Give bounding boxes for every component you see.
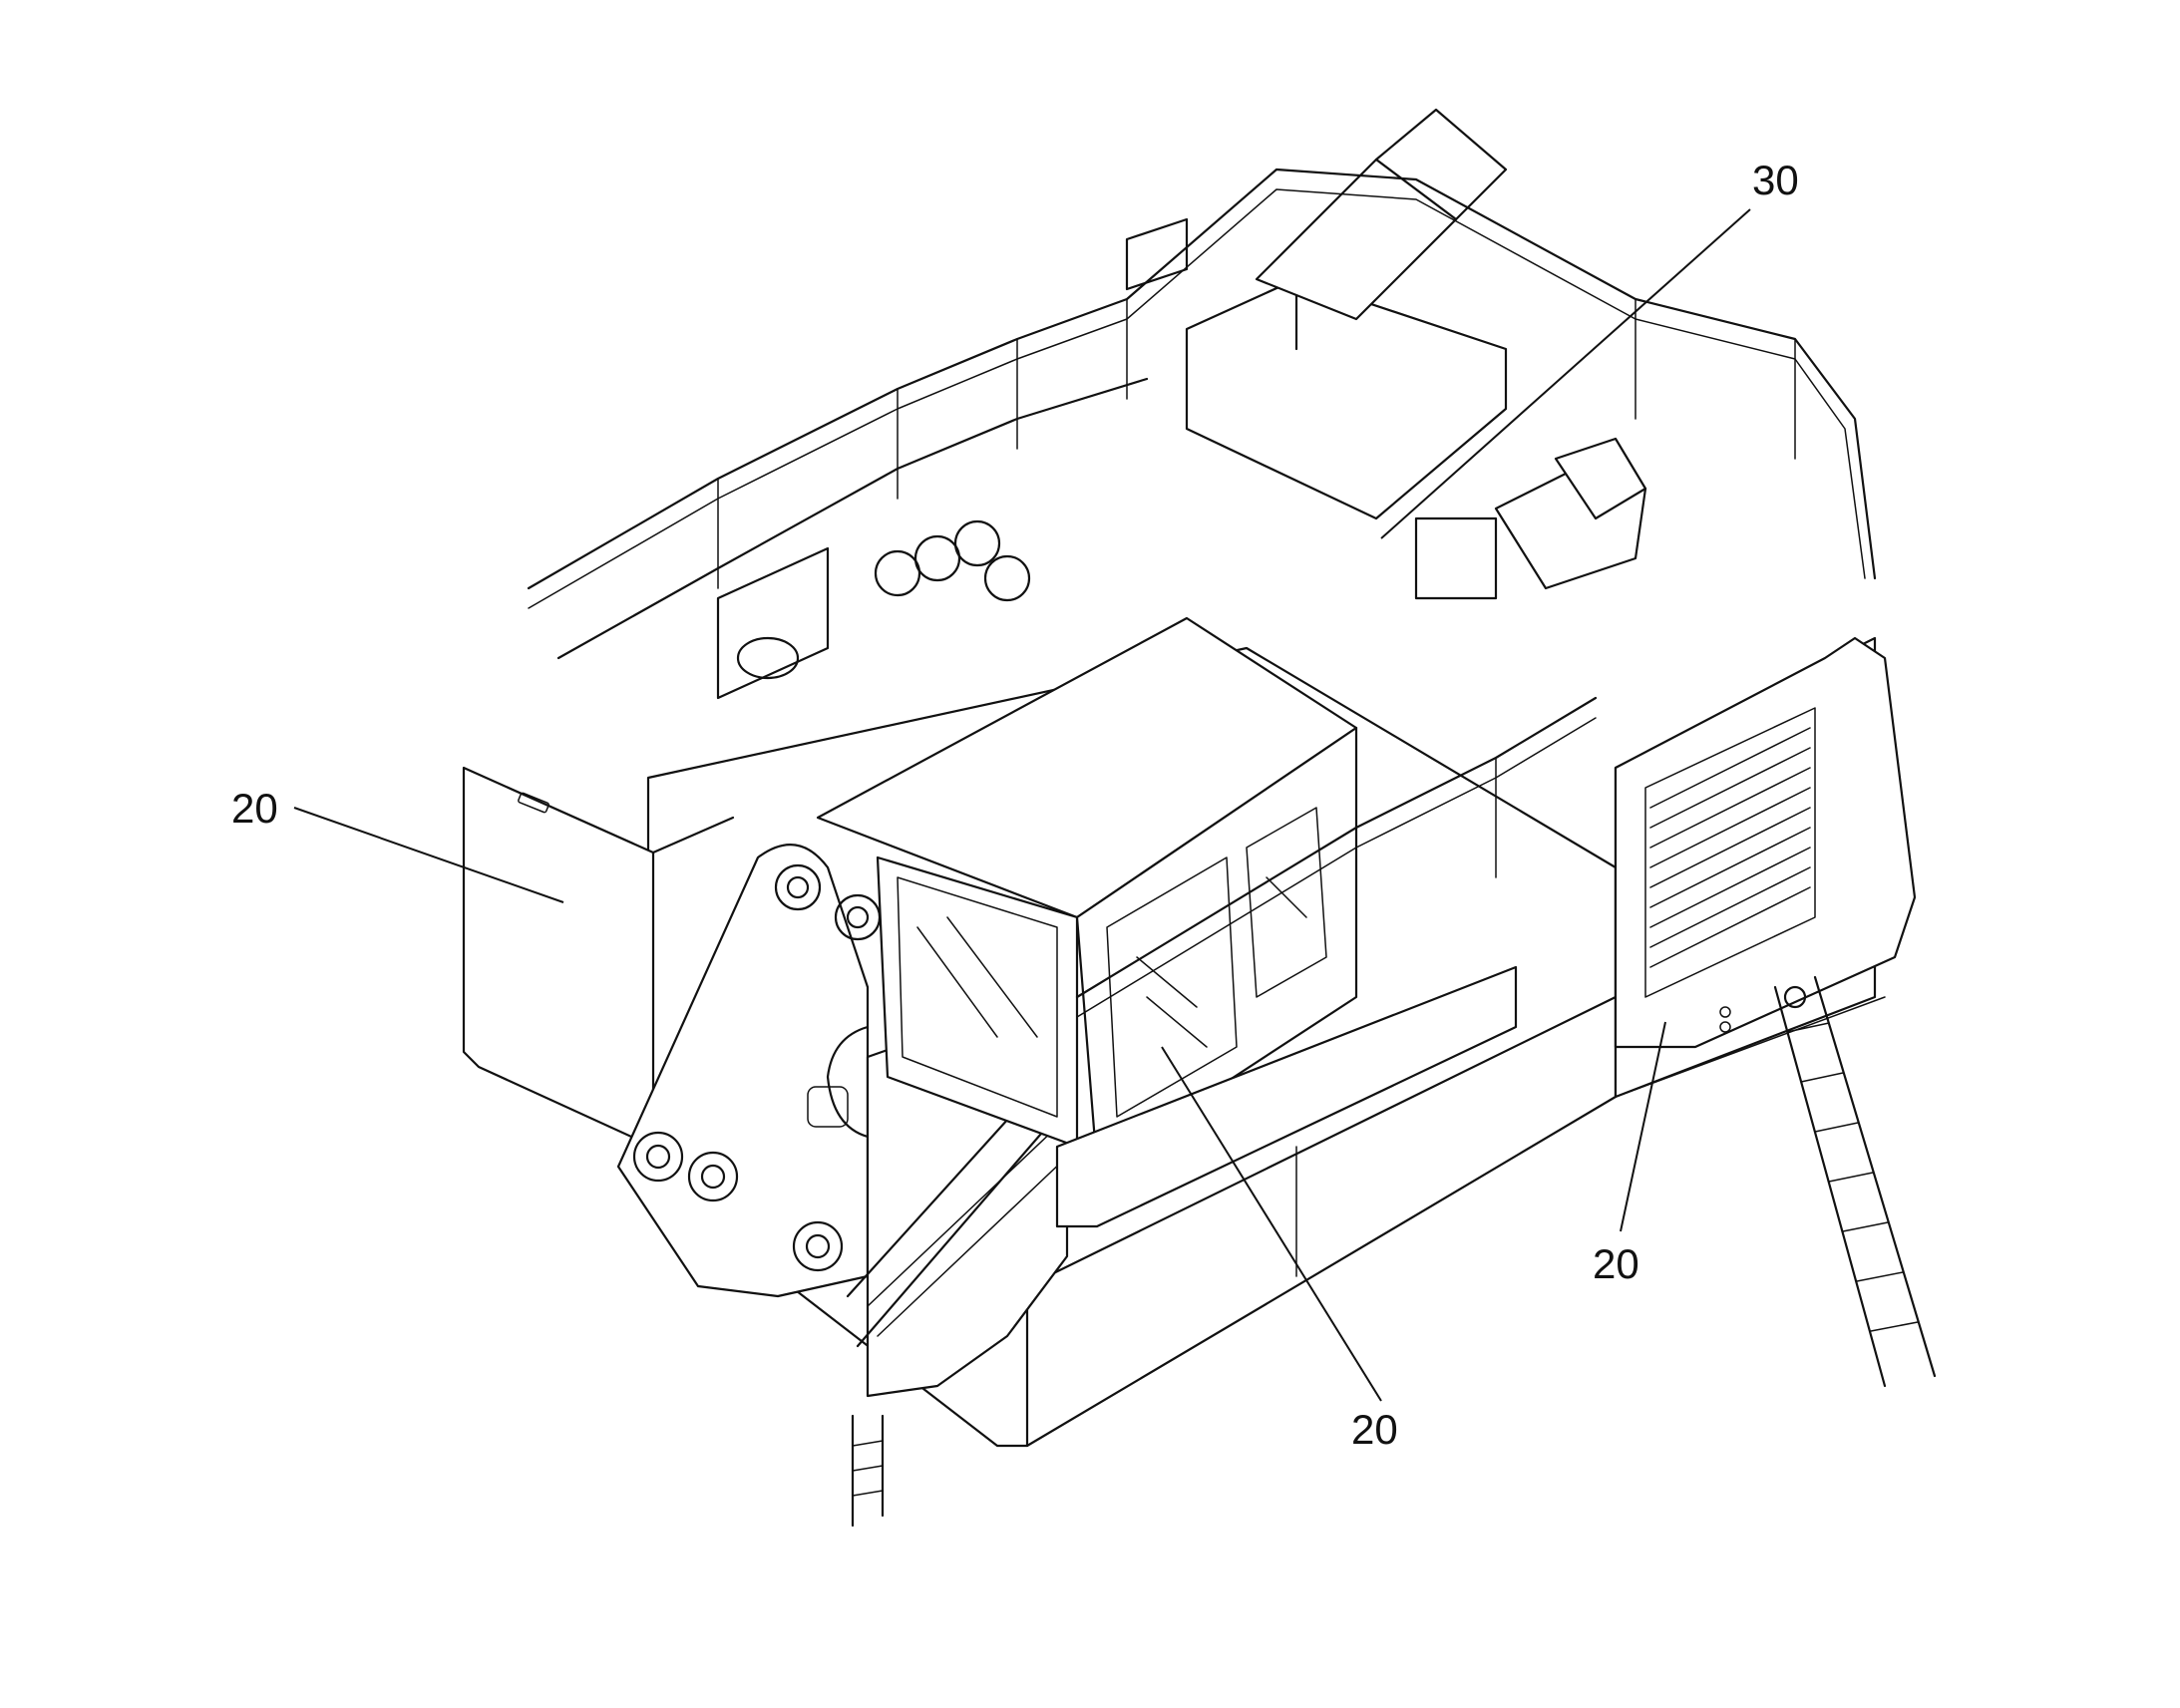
right-housing [1614,636,1917,1049]
rear-ladder [1773,975,1937,1388]
upper-deck-equipment [716,108,1647,700]
label-20-bottom: 20 [1351,1406,1398,1453]
label-30-top: 30 [1752,157,1799,203]
grille [1649,727,1811,968]
reference-annotations: 20 30 20 20 [231,157,1799,1453]
label-20-left: 20 [231,785,278,832]
leader-30-top [1380,208,1751,539]
leader-20-left [293,807,564,903]
operator-cab [816,616,1518,1228]
deck-railings [527,168,1877,1018]
leader-20-right [1620,1021,1666,1232]
leader-20-bottom [1161,1046,1382,1402]
label-20-right: 20 [1593,1240,1639,1287]
front-ladder [851,1414,885,1528]
window-glare-marks [916,876,1307,1048]
